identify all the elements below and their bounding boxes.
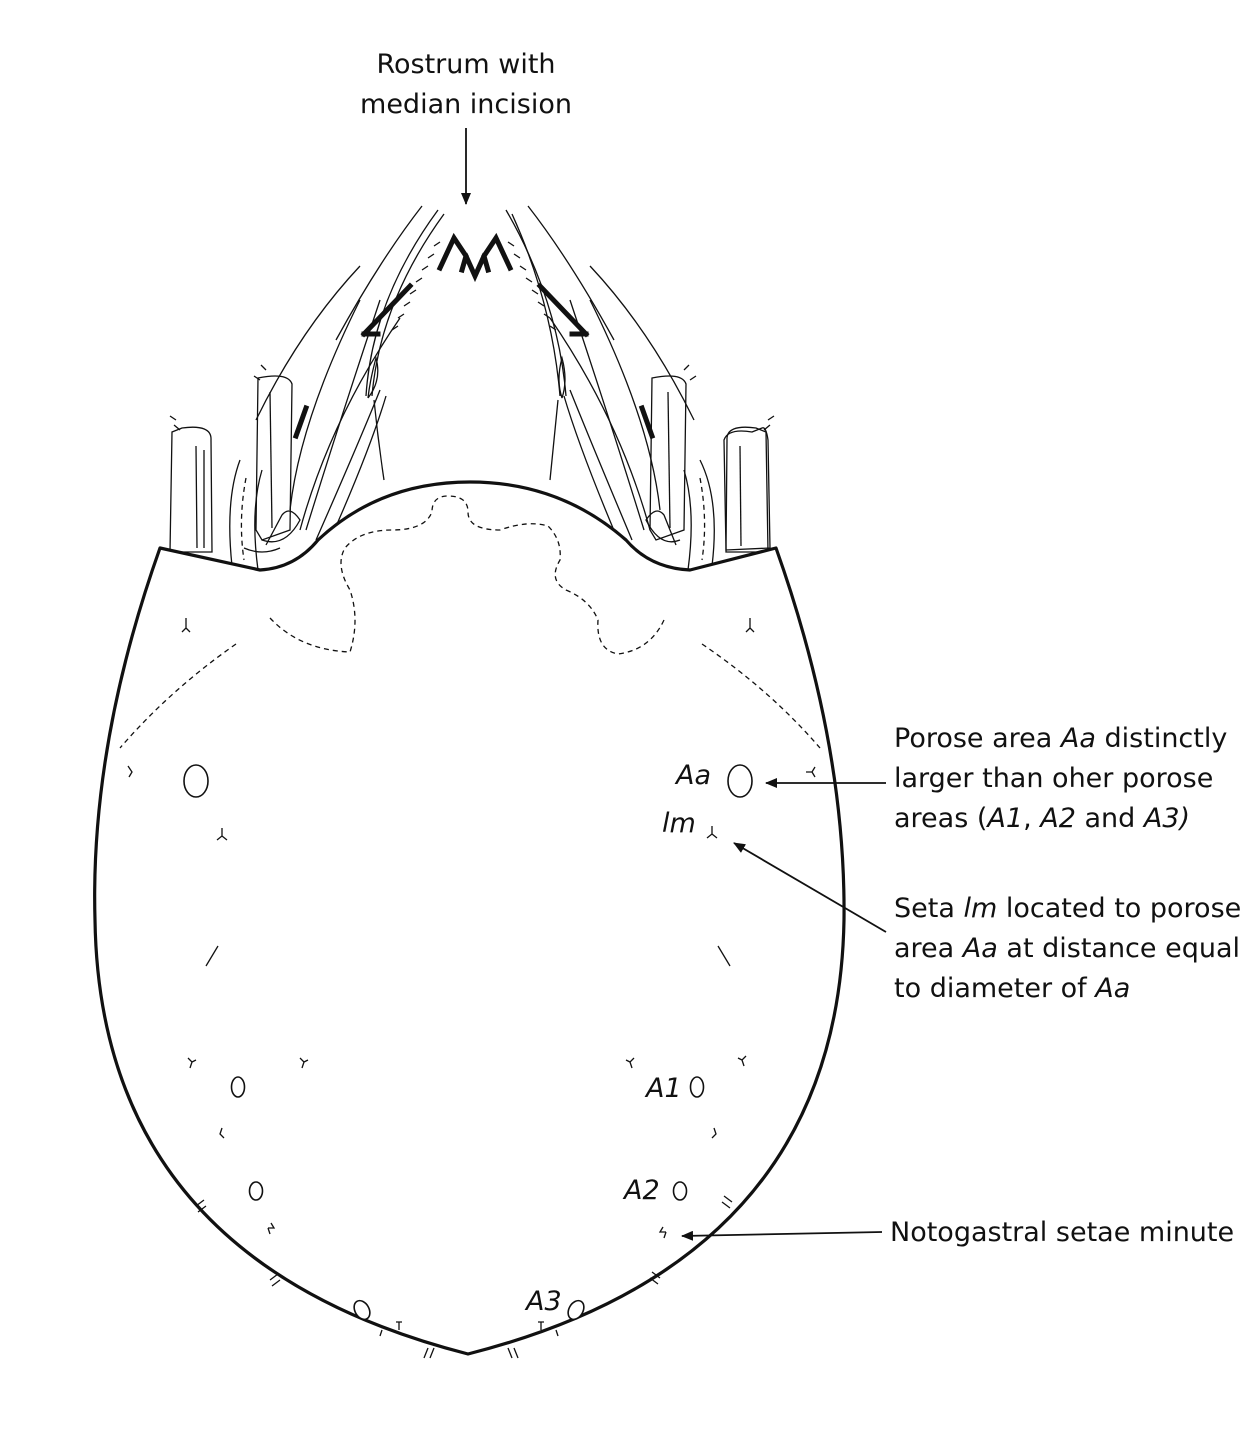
porose-aa-line-3: areas (A1, A2 and A3) [894,803,1190,834]
porose-areas [183,764,753,1321]
annotation-seta-lm: Seta lm located to porose area Aa at dis… [894,893,1241,1004]
text-run: located to porose [997,893,1241,924]
porose-area-a3-right [567,1299,585,1321]
porose-area-a1-left [230,1076,246,1098]
seta-lm-line-1: Seta lm located to porose [894,893,1241,924]
arrow-notogastral [681,1230,883,1241]
porose-area-a1-right [689,1076,705,1098]
text-run: Porose area [894,723,1061,754]
porose-area-a2-right [672,1181,688,1201]
label-a1: A1 [644,1073,682,1104]
italic-term: lm [963,893,997,924]
porose-area-a3-left [353,1299,371,1321]
annotation-notogastral: Notogastral setae minute [890,1217,1234,1248]
seta-lm-line-3: to diameter of Aa [894,973,1130,1004]
porose-area-aa-right [727,764,753,798]
text-run: areas ( [894,803,987,834]
text-run: at distance equal [998,933,1240,964]
label-lm: lm [662,808,696,839]
label-a3: A3 [524,1286,562,1317]
body-outline [93,480,846,1356]
italic-term: Aa [1059,723,1096,754]
label-aa: Aa [674,760,711,791]
arrow-seta-lm [733,842,887,933]
rostrum-line-2: median incision [360,89,572,120]
italic-term: A3) [1142,803,1190,834]
text-run: distinctly [1096,723,1227,754]
part-labels: Aa lm A1 A2 A3 [524,760,711,1317]
label-a2: A2 [622,1175,660,1206]
text-run: Seta [894,893,963,924]
arrows [461,128,887,1241]
italic-term: A2 [1038,803,1076,834]
porose-aa-line-2: larger than oher porose [894,763,1213,794]
italic-term: Aa [961,933,998,964]
annotation-porose-aa: Porose area Aa distinctly larger than oh… [894,723,1227,834]
dashed-structures [119,495,821,749]
italic-term: A1 [985,803,1023,834]
text-run: and [1076,803,1144,834]
text-run: larger than oher porose [894,763,1213,794]
text-run: , [1023,803,1040,834]
porose-aa-line-1: Porose area Aa distinctly [894,723,1227,754]
porose-area-aa-left [183,764,209,798]
text-run: area [894,933,963,964]
rostrum-line-1: Rostrum with [376,49,555,80]
porose-area-a2-left [248,1181,264,1201]
text-run: to diameter of [894,973,1095,1004]
italic-term: Aa [1093,973,1130,1004]
annotation-rostrum: Rostrum with median incision [360,49,572,120]
seta-lm-line-2: area Aa at distance equal [894,933,1240,964]
minute-setae [127,618,816,1359]
